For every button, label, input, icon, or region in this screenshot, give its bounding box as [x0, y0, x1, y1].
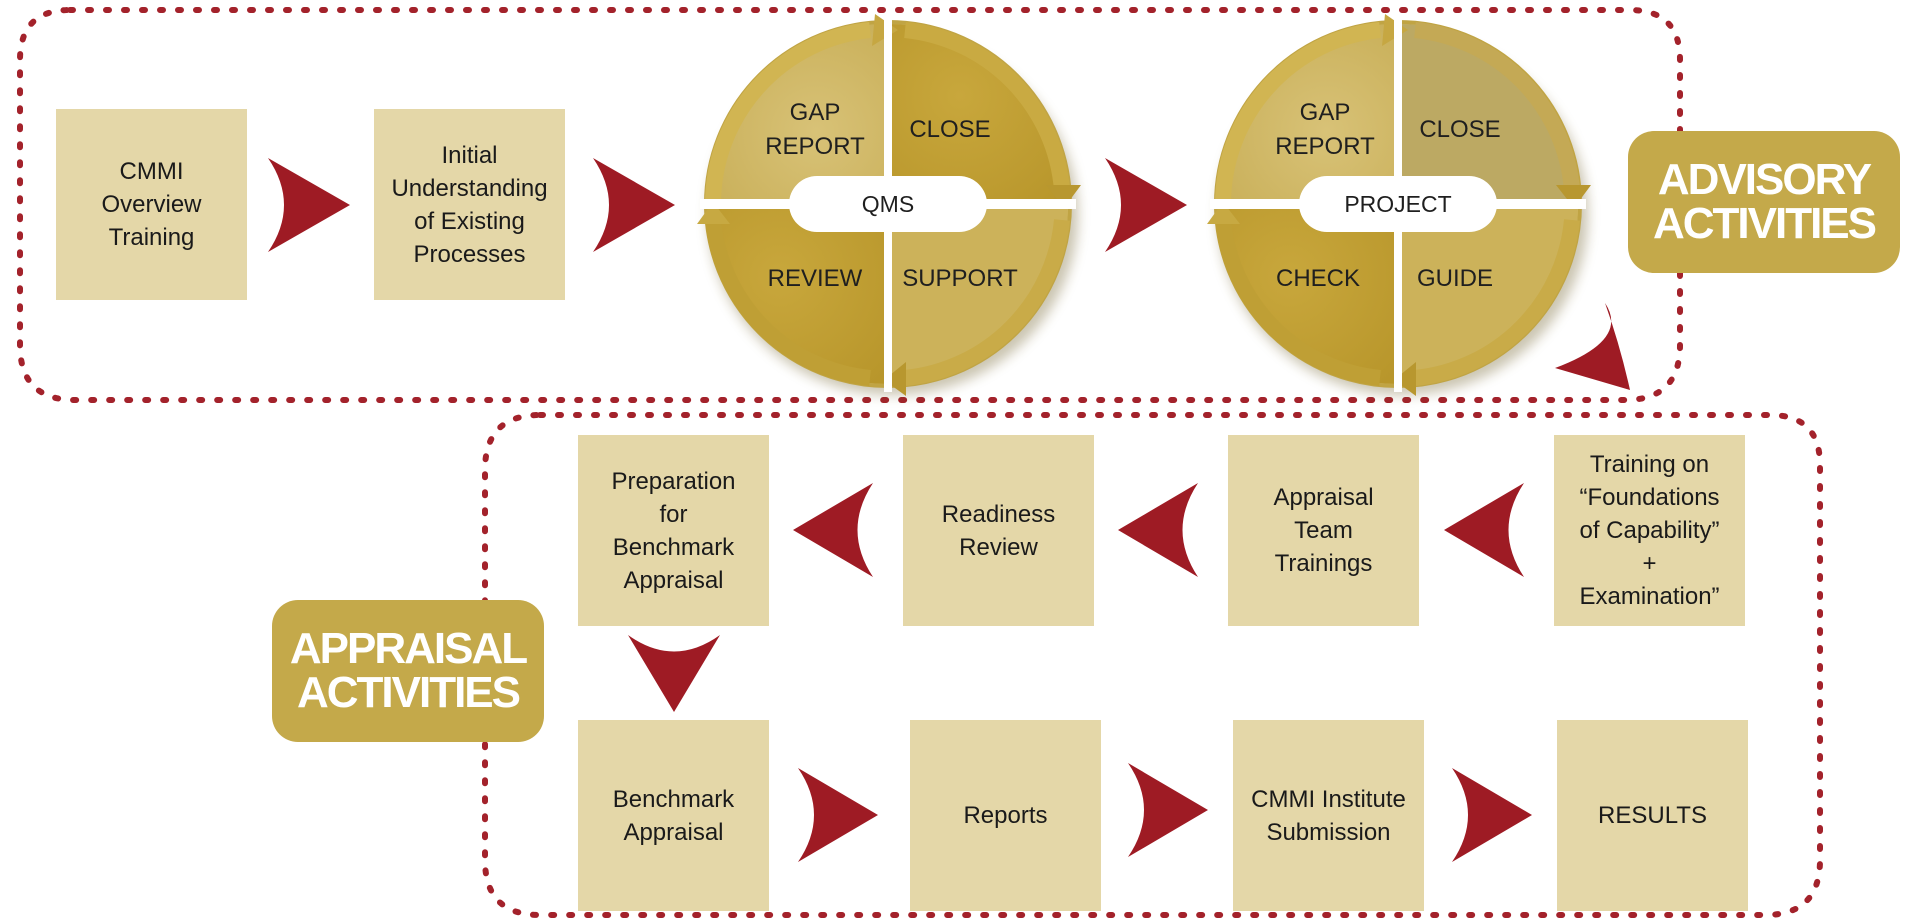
step-preparation-benchmark: Preparation for Benchmark Appraisal [578, 435, 769, 626]
qms-bottom-left-label: REVIEW [768, 265, 863, 292]
step-label: Benchmark Appraisal [612, 785, 735, 846]
step-cmmi-institute-submission: CMMI Institute Submission [1233, 720, 1424, 911]
qms-top-left-line1: GAP [790, 99, 841, 126]
step-label: Reports [963, 802, 1048, 829]
project-bottom-right-label: GUIDE [1417, 265, 1493, 292]
arrow-right-icon [1452, 768, 1532, 862]
advisory-activities-badge: ADVISORY ACTIVITIES [1628, 131, 1900, 273]
step-label: Preparation for Benchmark Appraisal [611, 467, 736, 594]
project-bottom-left-label: CHECK [1276, 265, 1360, 292]
step-label: Appraisal Team Trainings [1273, 484, 1374, 577]
qms-top-right-label: CLOSE [909, 116, 990, 143]
project-cycle: GAP REPORT CLOSE CHECK GUIDE PROJECT [1207, 14, 1591, 396]
project-top-left-line1: GAP [1300, 99, 1351, 126]
project-top-left-line2: REPORT [1275, 133, 1375, 160]
arrow-right-icon [593, 158, 675, 252]
step-label: Readiness Review [941, 500, 1056, 561]
step-label: Training on “Foundations of Capability” … [1579, 451, 1720, 610]
arrow-right-icon [1128, 763, 1208, 857]
step-reports: Reports [910, 720, 1101, 911]
project-top-right-label: CLOSE [1419, 116, 1500, 143]
arrow-down-icon [628, 635, 720, 712]
step-training-foundations: Training on “Foundations of Capability” … [1554, 435, 1745, 626]
step-label: CMMI Institute Submission [1251, 785, 1406, 846]
qms-cycle: GAP REPORT CLOSE REVIEW SUPPORT QMS [697, 14, 1081, 396]
appraisal-region-border [482, 412, 1823, 918]
qms-center-label: QMS [862, 191, 914, 217]
advisory-region-border [17, 7, 1683, 403]
arrow-right-icon [798, 768, 878, 862]
arrow-left-icon [793, 483, 873, 577]
step-benchmark-appraisal: Benchmark Appraisal [578, 720, 769, 911]
arrow-right-icon [268, 158, 350, 252]
step-label: CMMI Overview Training [101, 158, 202, 251]
arrow-left-icon [1444, 483, 1524, 577]
step-cmmi-overview-training: CMMI Overview Training [56, 109, 247, 300]
arrow-left-icon [1118, 483, 1198, 577]
badge-label: ADVISORY ACTIVITIES [1652, 155, 1877, 248]
step-results: RESULTS [1557, 720, 1748, 911]
appraisal-activities-badge: APPRAISAL ACTIVITIES [272, 600, 544, 742]
step-label: Initial Understanding of Existing Proces… [391, 141, 548, 268]
arrow-down-curve-icon [1555, 303, 1630, 390]
step-initial-understanding: Initial Understanding of Existing Proces… [374, 109, 565, 300]
step-label: RESULTS [1598, 802, 1707, 829]
qms-top-left-line2: REPORT [765, 133, 865, 160]
arrow-right-icon [1105, 158, 1187, 252]
step-readiness-review: Readiness Review [903, 435, 1094, 626]
project-center-label: PROJECT [1344, 191, 1451, 217]
badge-label: APPRAISAL ACTIVITIES [289, 624, 528, 717]
qms-bottom-right-label: SUPPORT [902, 265, 1018, 292]
step-appraisal-team-trainings: Appraisal Team Trainings [1228, 435, 1419, 626]
